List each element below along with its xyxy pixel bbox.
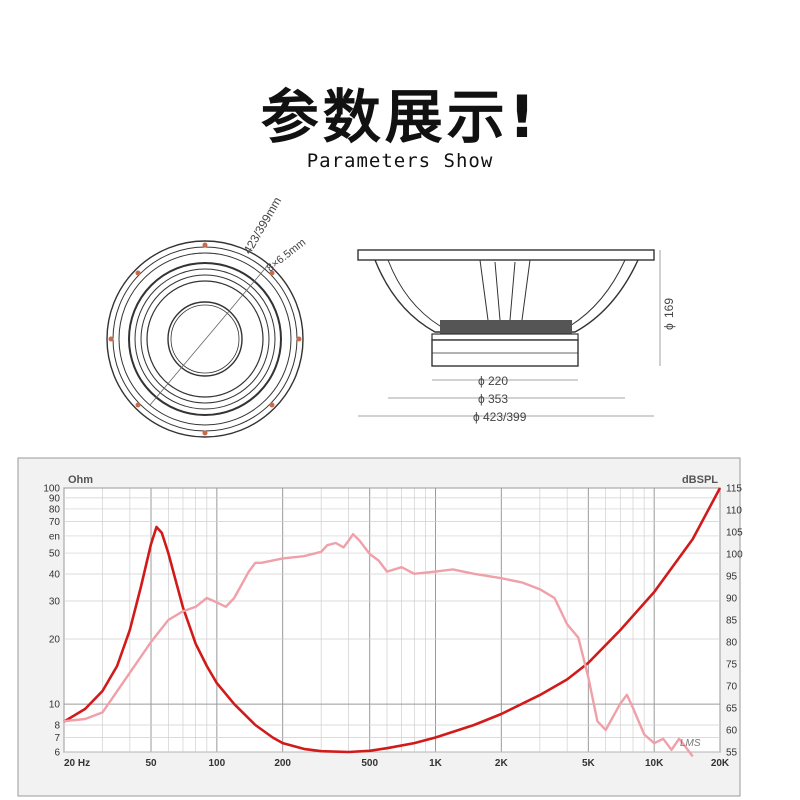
front-dim-hole: 8×6.5mm: [264, 236, 308, 274]
front-dim-overall: 423/399mm: [240, 195, 284, 257]
y-right-tick-label: 90: [726, 594, 738, 605]
side-dim-overall-symbol: ϕ: [473, 410, 480, 424]
x-tick-label: 2K: [495, 758, 509, 769]
y-left-tick-label: 30: [49, 596, 61, 607]
y-right-tick-label: 110: [726, 506, 742, 517]
x-tick-label: 50: [145, 758, 157, 769]
y-left-tick-label: 40: [49, 569, 61, 580]
y-right-tick-label: 70: [726, 682, 738, 693]
chart-grid: [63, 487, 721, 753]
side-view: [357, 249, 661, 417]
y-right-tick-label: 80: [726, 638, 738, 649]
x-tick-label: 20K: [711, 758, 730, 769]
y-left-tick-label: 20: [49, 635, 61, 646]
chart-series: [63, 487, 722, 758]
speaker-drawing: 423/399mm 8×6.5mm ϕ 169 ϕ 220 ϕ 353 ϕ 42…: [106, 195, 676, 438]
y-left-tick-label: 80: [49, 504, 61, 515]
chart-watermark: LMS: [680, 738, 701, 749]
right-axis-label: dBSPL: [682, 474, 718, 486]
y-left-tick-label: 100: [43, 484, 60, 495]
side-dim-magnet: 220: [488, 374, 508, 388]
y-right-tick-label: 60: [726, 726, 738, 737]
side-dim-magnet-symbol: ϕ: [478, 374, 485, 388]
y-right-tick-label: 55: [726, 748, 738, 759]
impedance-curve: [63, 487, 722, 754]
spl-curve: [63, 533, 694, 758]
page-title: 参数展示!: [260, 83, 540, 151]
y-left-tick-label: 6: [54, 748, 60, 759]
y-right-tick-label: 85: [726, 616, 738, 627]
front-view: [106, 240, 304, 438]
x-tick-label: 500: [361, 758, 378, 769]
y-left-tick-label: 7: [54, 733, 60, 744]
x-tick-label: 20 Hz: [64, 758, 90, 769]
x-tick-label: 1K: [429, 758, 443, 769]
left-axis-label: Ohm: [68, 474, 93, 486]
side-dim-height-symbol: ϕ: [662, 323, 676, 330]
y-left-tick-label: 10: [49, 700, 61, 711]
side-dim-cutout: 353: [488, 392, 508, 406]
mounting-holes: [108, 242, 302, 436]
y-left-tick-label: 90: [49, 493, 61, 504]
y-right-ticks: 55 60 65 70 75 80 85 90 95 100 105 110 115: [726, 484, 743, 759]
side-dim-overall: 423/399: [483, 410, 527, 424]
y-right-tick-label: 105: [726, 528, 743, 539]
x-tick-label: 200: [274, 758, 291, 769]
side-dim-cutout-symbol: ϕ: [478, 392, 485, 406]
y-left-tick-label: 70: [49, 517, 61, 528]
plot-area: [63, 487, 721, 753]
x-tick-label: 100: [208, 758, 225, 769]
y-left-tick-label: en: [49, 531, 60, 542]
y-right-tick-label: 100: [726, 550, 743, 561]
side-dim-height: 169: [662, 298, 676, 318]
y-right-tick-label: 75: [726, 660, 738, 671]
frequency-response-chart: 20 Hz 50 100 200 500 1K 2K 5K 10K 20K 6 78 10 20 30 40…: [17, 457, 743, 797]
x-tick-label: 5K: [582, 758, 596, 769]
y-right-tick-label: 65: [726, 704, 738, 715]
page-subtitle: Parameters Show: [306, 150, 494, 172]
y-right-tick-label: 115: [726, 484, 742, 495]
y-right-tick-label: 95: [726, 572, 738, 583]
x-tick-label: 10K: [645, 758, 664, 769]
x-axis-ticks: 20 Hz 50 100 200 500 1K 2K 5K 10K 20K: [64, 758, 730, 769]
y-left-tick-label: 8: [54, 721, 60, 732]
y-left-tick-label: 50: [49, 549, 61, 560]
